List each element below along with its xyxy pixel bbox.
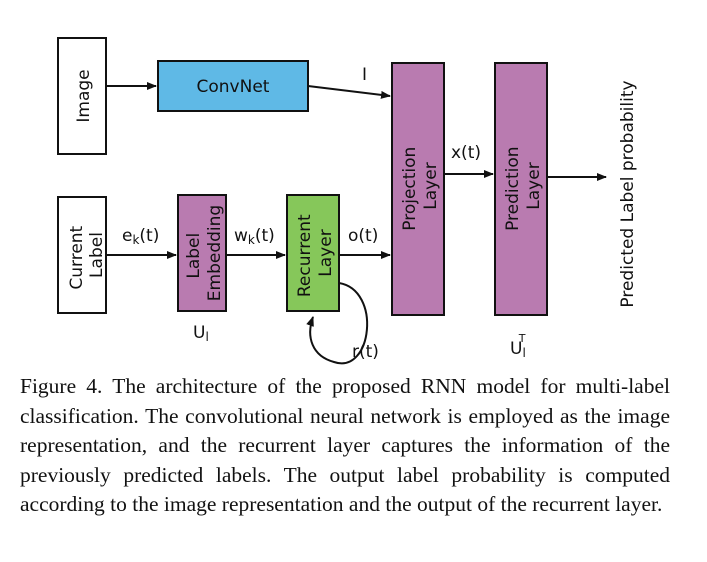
prediction-layer-line2: Layer — [524, 162, 544, 209]
edge-label-xt: x(t) — [451, 143, 481, 163]
recurrent-layer-line2: Layer — [316, 229, 336, 276]
projection-layer-line1: Projection — [400, 147, 420, 231]
edge-label-ot: o(t) — [348, 226, 378, 246]
edge-label-ek: ek(t) — [122, 226, 159, 247]
current-label-line2: Label — [87, 232, 107, 278]
edge-label-wk-main: w — [234, 226, 248, 246]
edge-recurrent-loop — [306, 282, 369, 365]
label-embedding-node: Label Embedding — [177, 194, 227, 312]
label-embedding-line2: Embedding — [205, 205, 225, 301]
svg-text:Recurrent Layer: Recurrent Layer — [295, 209, 336, 297]
weight-label-ul-sub: l — [205, 330, 208, 344]
output-label: Predicted Label probability — [618, 80, 638, 307]
prediction-layer-node: Prediction Layer — [494, 62, 548, 316]
edge-label-ek-suffix: (t) — [139, 226, 159, 246]
weight-label-ult: UlT — [510, 332, 526, 360]
weight-label-ul-main: U — [193, 323, 205, 343]
prediction-layer-line1: Prediction — [503, 146, 523, 230]
edge-label-ek-sub: k — [132, 233, 139, 247]
svg-text:Label Embedding: Label Embedding — [184, 205, 225, 301]
edge-label-rt: r(t) — [352, 342, 379, 362]
current-label-node: Current Label — [57, 196, 107, 314]
svg-text:Projection Layer: Projection Layer — [400, 141, 441, 230]
convnet-node: ConvNet — [157, 60, 309, 112]
edge-label-wk: wk(t) — [234, 226, 275, 247]
recurrent-layer-node: Recurrent Layer — [286, 194, 340, 312]
projection-layer-node: Projection Layer — [391, 62, 445, 316]
image-node: Image — [57, 37, 107, 155]
weight-label-ul: Ul — [193, 323, 209, 344]
figure-caption: Figure 4. The architecture of the propos… — [20, 374, 670, 517]
label-embedding-line1: Label — [184, 233, 204, 279]
weight-label-ult-main: U — [510, 339, 522, 359]
weight-label-ult-sup: T — [518, 332, 526, 345]
recurrent-layer-line1: Recurrent — [295, 214, 315, 297]
edge-label-wk-suffix: (t) — [255, 226, 275, 246]
image-node-label: Image — [74, 69, 94, 122]
architecture-diagram: Image ConvNet Current Label Label Embedd… — [57, 37, 638, 365]
edge-convnet-to-projection — [307, 85, 391, 99]
current-label-line1: Current — [67, 225, 87, 289]
weight-label-ult-sub: l — [522, 346, 525, 360]
projection-layer-line2: Layer — [421, 162, 441, 209]
edge-label-ek-main: e — [122, 226, 132, 246]
edge-label-wk-sub: k — [248, 233, 255, 247]
svg-text:Prediction Layer: Prediction Layer — [503, 141, 544, 231]
convnet-node-label: ConvNet — [197, 77, 270, 97]
svg-text:Current Label: Current Label — [67, 220, 107, 289]
edge-label-image-feature: I — [362, 65, 367, 85]
